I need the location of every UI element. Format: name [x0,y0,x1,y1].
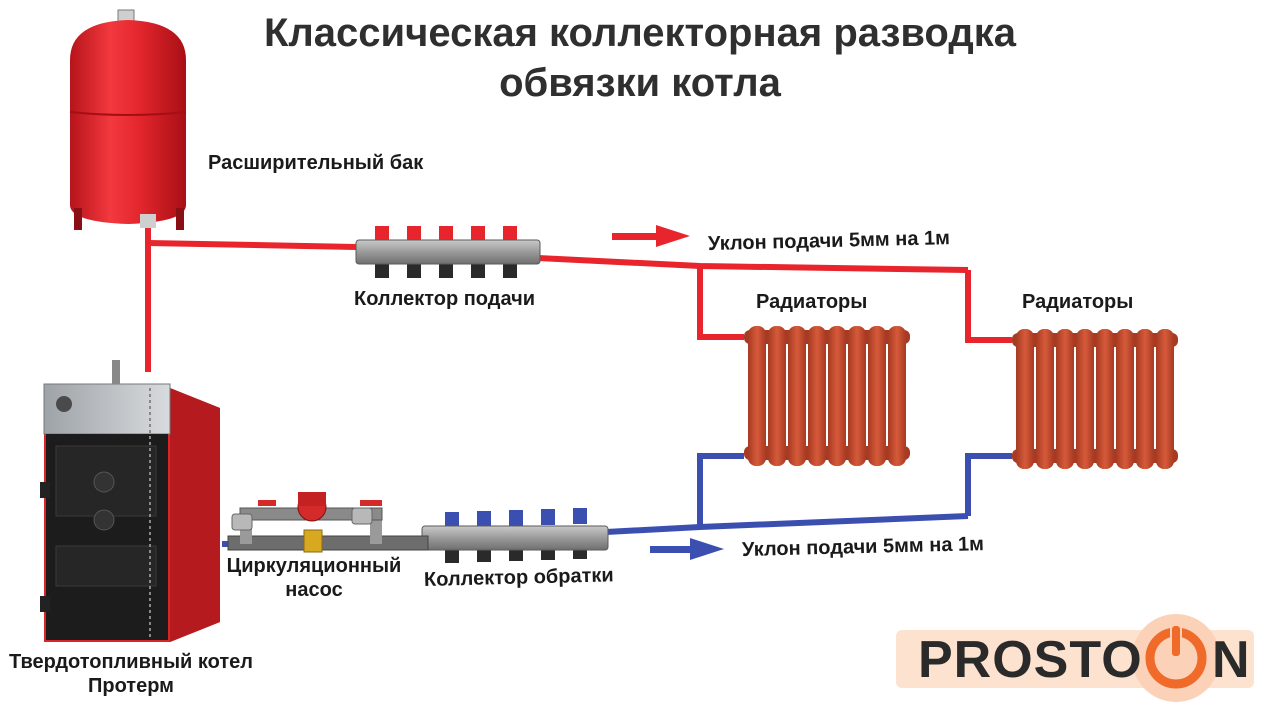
supply-arrow [612,225,690,247]
radiator-1 [744,326,910,466]
return-manifold-label: Коллектор обратки [423,564,614,591]
boiler-label: Твердотопливный котел Протерм [0,650,262,698]
title-line-1: Классическая коллекторная разводка [263,11,1016,55]
return-arrow [650,538,724,560]
return-pipes [222,453,1012,547]
expansion-tank [69,9,187,230]
pump-label: Циркуляционный насос [222,554,406,602]
supply-pipes [145,220,1012,372]
logo-text: PROSTO [918,631,1143,689]
boiler-label-line-1: Твердотопливный котел [9,651,253,673]
supply-main-pipe [537,255,969,273]
expansion-tank-label: Расширительный бак [208,152,424,174]
supply-pipe-to-manifold [147,240,357,250]
supply-branch-2 [965,270,1012,343]
pump-label-line-2: насос [285,579,343,601]
radiators-2-label: Радиаторы [1022,291,1134,313]
return-main-pipe [605,513,969,535]
diagram-title: Классическая коллекторная разводка обвяз… [0,8,1280,108]
title-line-2: обвязки котла [499,61,781,105]
return-branch-2 [965,453,1012,516]
prostoon-logo-mark [896,614,1254,702]
logo-last-letter: N [1212,631,1250,689]
return-manifold [421,508,609,563]
boiler-label-line-2: Протерм [88,675,174,697]
supply-manifold [355,226,541,278]
radiators-1-label: Радиаторы [756,291,868,313]
supply-branch-1 [697,266,744,340]
prostoon-logo: PROSTO N [896,612,1254,706]
solid-fuel-boiler [40,360,220,642]
supply-manifold-label: Коллектор подачи [354,288,535,310]
radiator-2 [1012,329,1178,469]
return-branch-1 [697,453,744,527]
circulation-pump-assembly [227,492,429,553]
pump-label-line-1: Циркуляционный [226,555,402,577]
